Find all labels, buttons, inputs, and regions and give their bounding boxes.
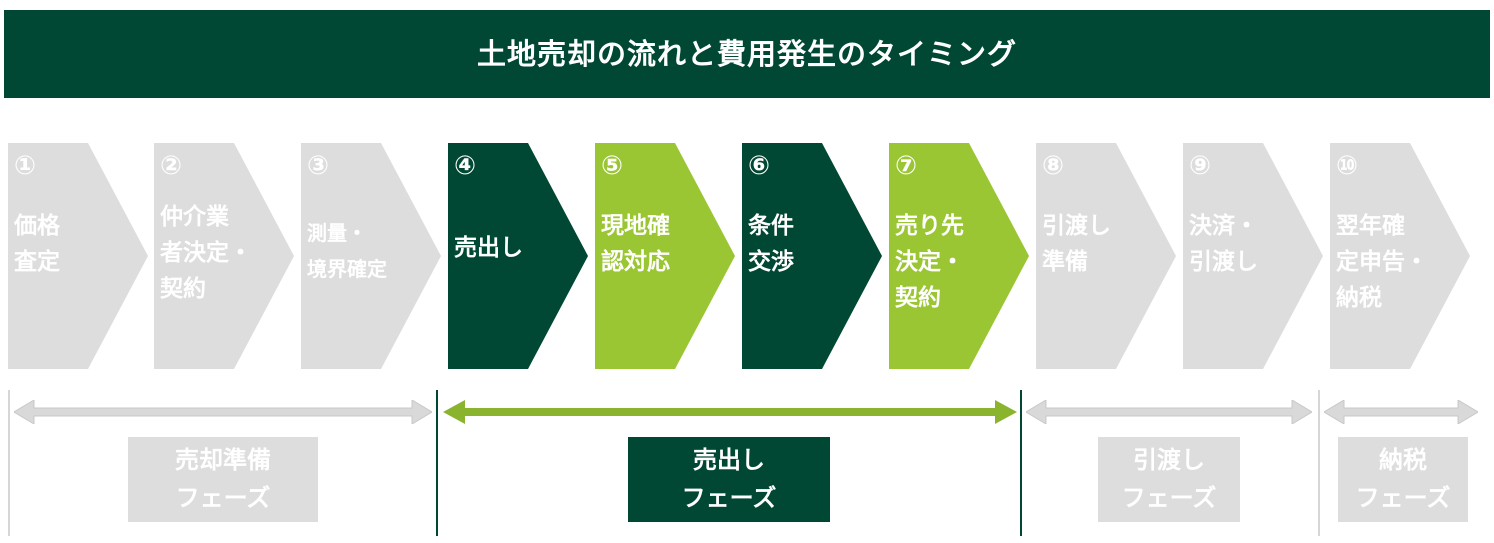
step-number: ⑧ <box>1042 151 1065 181</box>
step-number: ⑤ <box>601 151 624 181</box>
phase-label-tax: 納税 フェーズ <box>1338 437 1468 522</box>
step-7-chevron: ⑦ 売り先 決定・ 契約 <box>889 143 1029 369</box>
phase-arrow-tax <box>1324 400 1478 424</box>
step-2-chevron: ② 仲介業 者決定・ 契約 <box>154 143 294 369</box>
step-label: 条件 交渉 <box>748 213 794 275</box>
step-label: 測量・ 境界確定 <box>307 221 387 281</box>
phase-divider <box>1020 390 1022 536</box>
step-number: ⑥ <box>748 151 771 181</box>
step-number: ⑨ <box>1189 151 1212 181</box>
step-3-chevron: ③ 測量・ 境界確定 <box>301 143 441 369</box>
phase-label-handover: 引渡し フェーズ <box>1098 437 1240 522</box>
phase-arrow-handover <box>1026 400 1312 424</box>
step-label: 翌年確 定申告・ 納税 <box>1336 213 1428 311</box>
step-number: ⑩ <box>1336 151 1359 181</box>
step-label: 仲介業 者決定・ 契約 <box>160 204 252 302</box>
phase-divider <box>436 390 438 536</box>
phase-label-listing: 売出し フェーズ <box>628 437 830 522</box>
step-6-chevron: ⑥ 条件 交渉 <box>742 143 882 369</box>
step-9-chevron: ⑨ 決済・ 引渡し <box>1183 143 1323 369</box>
step-10-chevron: ⑩ 翌年確 定申告・ 納税 <box>1330 143 1470 369</box>
phase-label-preparation: 売却準備 フェーズ <box>128 437 318 522</box>
step-number: ⑦ <box>895 151 918 181</box>
step-number: ① <box>14 151 37 181</box>
step-8-chevron: ⑧ 引渡し 準備 <box>1036 143 1176 369</box>
phase-arrow-listing <box>443 400 1017 424</box>
step-label: 価格 査定 <box>14 213 60 275</box>
step-label: 売り先 決定・ 契約 <box>895 213 964 311</box>
step-label: 決済・ 引渡し <box>1189 213 1258 275</box>
step-5-chevron: ⑤ 現地確 認対応 <box>595 143 735 369</box>
step-label: 現地確 認対応 <box>601 213 670 275</box>
step-4-chevron: ④ 売出し <box>448 143 588 369</box>
step-number: ③ <box>307 151 330 181</box>
step-number: ② <box>160 151 183 181</box>
phase-arrow-preparation <box>14 400 432 424</box>
step-label: 売出し <box>454 235 523 261</box>
phase-divider <box>1318 390 1320 536</box>
page-title: 土地売却の流れと費用発生のタイミング <box>4 10 1490 98</box>
phase-divider <box>8 390 10 536</box>
step-number: ④ <box>454 151 477 181</box>
step-1-chevron: ① 価格 査定 <box>8 143 148 369</box>
step-label: 引渡し 準備 <box>1042 213 1111 275</box>
